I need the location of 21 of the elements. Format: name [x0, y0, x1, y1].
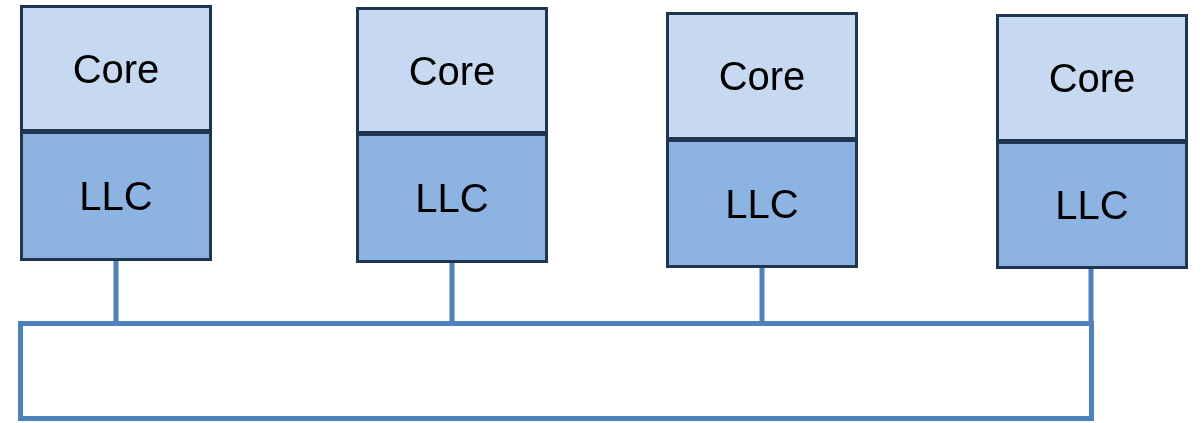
cache-box: [20, 131, 212, 261]
box-label: LLC: [79, 176, 153, 216]
cache-box: [666, 139, 858, 268]
box-label: Core: [718, 56, 806, 96]
box-label: Core: [408, 50, 496, 91]
ring-bus: [18, 321, 1094, 421]
box-label: LLC: [725, 183, 799, 224]
core-box: [666, 12, 858, 140]
cache-box: [356, 133, 548, 263]
connector-line: [1088, 269, 1094, 321]
core-box: [20, 5, 212, 132]
box-label: Core: [72, 48, 160, 89]
connector-line: [449, 263, 455, 321]
box-label: LLC: [1055, 185, 1129, 225]
connector-line: [759, 268, 765, 321]
core-box: [996, 14, 1188, 142]
cache-box: [996, 141, 1188, 269]
box-label: Core: [1048, 58, 1136, 98]
connector-line: [113, 261, 119, 321]
box-label: LLC: [415, 178, 489, 218]
core-box: [356, 7, 548, 134]
